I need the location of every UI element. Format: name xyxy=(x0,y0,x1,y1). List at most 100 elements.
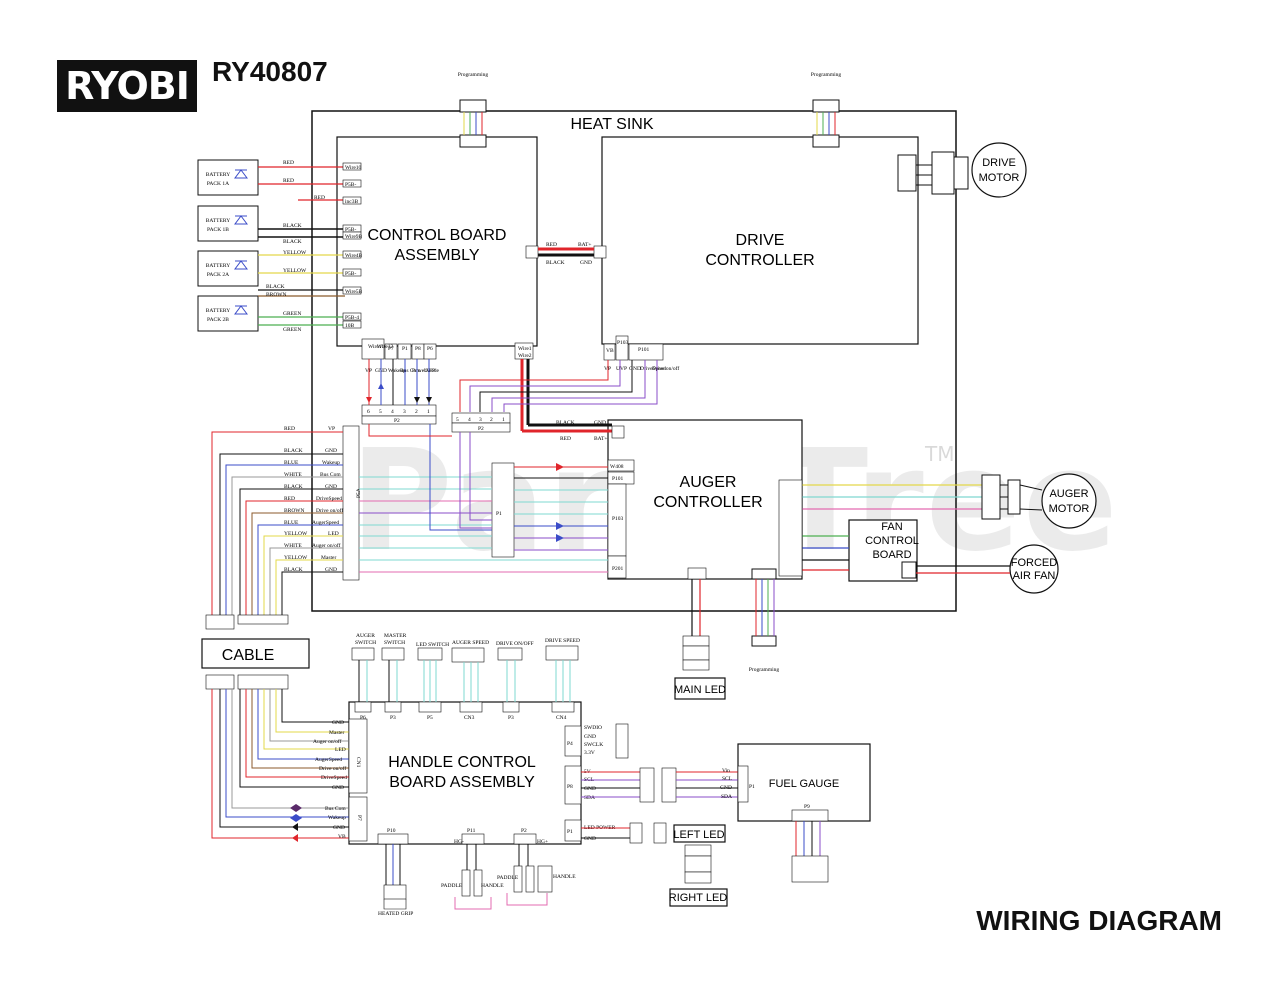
svg-text:2: 2 xyxy=(490,417,493,423)
svg-text:Wakeup: Wakeup xyxy=(388,368,406,374)
auger-controller-label-2: CONTROLLER xyxy=(653,494,762,511)
control-board-label-1: CONTROL BOARD xyxy=(368,227,507,244)
svg-text:GND: GND xyxy=(594,420,606,426)
svg-text:Drive on/off: Drive on/off xyxy=(652,365,679,372)
svg-text:SWDIO: SWDIO xyxy=(584,725,602,731)
svg-text:Wire10: Wire10 xyxy=(345,165,362,171)
fan-board-label-2: CONTROL xyxy=(865,535,919,547)
battery-2b-l1: BATTERY xyxy=(206,308,230,314)
svg-text:inc3B: inc3B xyxy=(345,199,358,205)
fan-board-label-1: FAN xyxy=(881,521,902,533)
auger-motor-label-1: AUGER xyxy=(1049,488,1088,500)
battery-1b-l2: PACK 1B xyxy=(207,227,229,233)
led-wiring xyxy=(682,579,712,884)
svg-text:HG-: HG- xyxy=(454,839,464,845)
svg-text:GND: GND xyxy=(584,734,596,740)
svg-text:Wire12: Wire12 xyxy=(377,344,394,350)
svg-text:P7: P7 xyxy=(356,815,362,821)
battery-1b-l1: BATTERY xyxy=(206,218,230,224)
control-board-label-2: ASSEMBLY xyxy=(394,247,479,264)
svg-text:BLACK: BLACK xyxy=(556,420,575,426)
svg-text:VB: VB xyxy=(606,348,614,354)
battery-2a-l2: PACK 2A xyxy=(207,272,229,278)
svg-text:HG+: HG+ xyxy=(537,839,548,845)
watermark-tm: TM xyxy=(925,442,955,466)
svg-text:BLUE: BLUE xyxy=(284,460,299,466)
left-led-label: LEFT LED xyxy=(673,829,724,841)
svg-text:Drive on/off: Drive on/off xyxy=(316,507,343,514)
svg-text:BLACK: BLACK xyxy=(284,567,303,573)
switch-connectors: AUGER SWITCH P6 MASTER SWITCH P3 LED SWI… xyxy=(351,633,580,721)
control-board-connectors: P7 P1 P8 P6 VP Wire11 GND Wire12 Wakeup … xyxy=(361,338,534,374)
svg-text:Wire5B: Wire5B xyxy=(345,289,363,295)
battery-2a-l1: BATTERY xyxy=(206,263,230,269)
svg-text:10B: 10B xyxy=(345,323,355,329)
svg-text:2: 2 xyxy=(415,409,418,415)
handle-right-labels: P4 P8 P1 SWDIO GND SWCLK 3.3V 5V SCL GND… xyxy=(564,723,738,844)
svg-text:BLACK: BLACK xyxy=(283,223,302,229)
svg-text:YELLOW: YELLOW xyxy=(283,268,307,274)
svg-text:GND: GND xyxy=(333,825,345,831)
auger-switch-l2: SWITCH xyxy=(355,640,376,646)
svg-text:GREEN: GREEN xyxy=(283,327,301,333)
svg-text:GND: GND xyxy=(720,785,732,791)
svg-text:BLACK: BLACK xyxy=(284,484,303,490)
svg-text:Auger on/off: Auger on/off xyxy=(312,542,341,549)
svg-text:P9: P9 xyxy=(804,804,810,810)
svg-text:Wire4B: Wire4B xyxy=(345,253,363,259)
main-led-label: MAIN LED xyxy=(674,684,726,696)
bottom-handle-connectors: P10 P11 P2 HG- HG+ HEATED GRIP PADDLE HA… xyxy=(377,828,576,917)
svg-text:GND: GND xyxy=(325,448,337,454)
drive-connectors: VB P103 P101 VP UVP GND DriveSpeed Drive… xyxy=(459,335,679,412)
svg-text:Wakeup: Wakeup xyxy=(322,460,340,466)
drive-controller-label-2: CONTROLLER xyxy=(705,252,814,269)
forced-fan-label-2: AIR FAN xyxy=(1013,570,1056,582)
svg-text:VP: VP xyxy=(328,426,335,432)
auger-controller-label-1: AUGER xyxy=(680,474,737,491)
svg-text:RED: RED xyxy=(284,426,295,432)
svg-text:CN3: CN3 xyxy=(464,715,475,721)
svg-text:DriveSpeed: DriveSpeed xyxy=(316,496,342,502)
model-number: RY40807 xyxy=(212,56,328,87)
svg-text:P6: P6 xyxy=(360,715,366,721)
drive-controller-label-1: DRIVE xyxy=(736,232,785,249)
svg-text:Programming: Programming xyxy=(458,72,488,78)
heat-sink-frame xyxy=(311,110,957,612)
right-led-label: RIGHT LED xyxy=(669,892,728,904)
svg-text:DriveSpeed: DriveSpeed xyxy=(640,366,666,372)
svg-text:P5: P5 xyxy=(427,715,433,721)
programming-connector-right: Programming xyxy=(811,72,841,148)
handle-board-label-2: BOARD ASSEMBLY xyxy=(389,774,535,791)
drive-controller-box xyxy=(601,136,919,345)
svg-text:LED: LED xyxy=(328,531,339,537)
svg-text:P10: P10 xyxy=(387,828,396,834)
svg-text:RED: RED xyxy=(546,242,557,248)
fuel-gauge-label: FUEL GAUGE xyxy=(769,778,840,790)
svg-text:BROWN: BROWN xyxy=(284,508,305,514)
svg-text:GND: GND xyxy=(629,366,641,372)
svg-text:P201: P201 xyxy=(612,566,624,572)
svg-text:P103: P103 xyxy=(612,516,624,522)
svg-text:RED: RED xyxy=(284,496,295,502)
svg-text:3: 3 xyxy=(403,409,406,415)
svg-text:P5B-: P5B- xyxy=(345,182,356,188)
svg-text:P2: P2 xyxy=(478,426,484,432)
svg-text:P1: P1 xyxy=(496,511,502,517)
p5a-connector: P5A xyxy=(342,425,362,581)
svg-text:Master: Master xyxy=(329,730,344,736)
svg-text:GND: GND xyxy=(584,786,596,792)
svg-text:RED: RED xyxy=(314,195,325,201)
svg-text:UVP: UVP xyxy=(616,366,627,372)
svg-text:AugerSpeed: AugerSpeed xyxy=(315,757,342,763)
svg-text:CN1: CN1 xyxy=(355,757,361,768)
auger-speed-l1: AUGER SPEED xyxy=(452,640,489,646)
handle-left-labels: CN1 P7 GND Master Auger on/off LED Auger… xyxy=(313,718,368,842)
svg-text:YELLOW: YELLOW xyxy=(284,531,308,537)
forced-air-fan xyxy=(1009,544,1059,594)
svg-text:HANDLE: HANDLE xyxy=(553,874,576,880)
control-terminals: Wire10 P5B- inc3B P5B- Wire9B Wire4B P5B… xyxy=(342,162,363,329)
svg-text:SDA: SDA xyxy=(721,794,732,800)
svg-text:3: 3 xyxy=(479,417,482,423)
svg-text:BLACK: BLACK xyxy=(266,284,285,290)
